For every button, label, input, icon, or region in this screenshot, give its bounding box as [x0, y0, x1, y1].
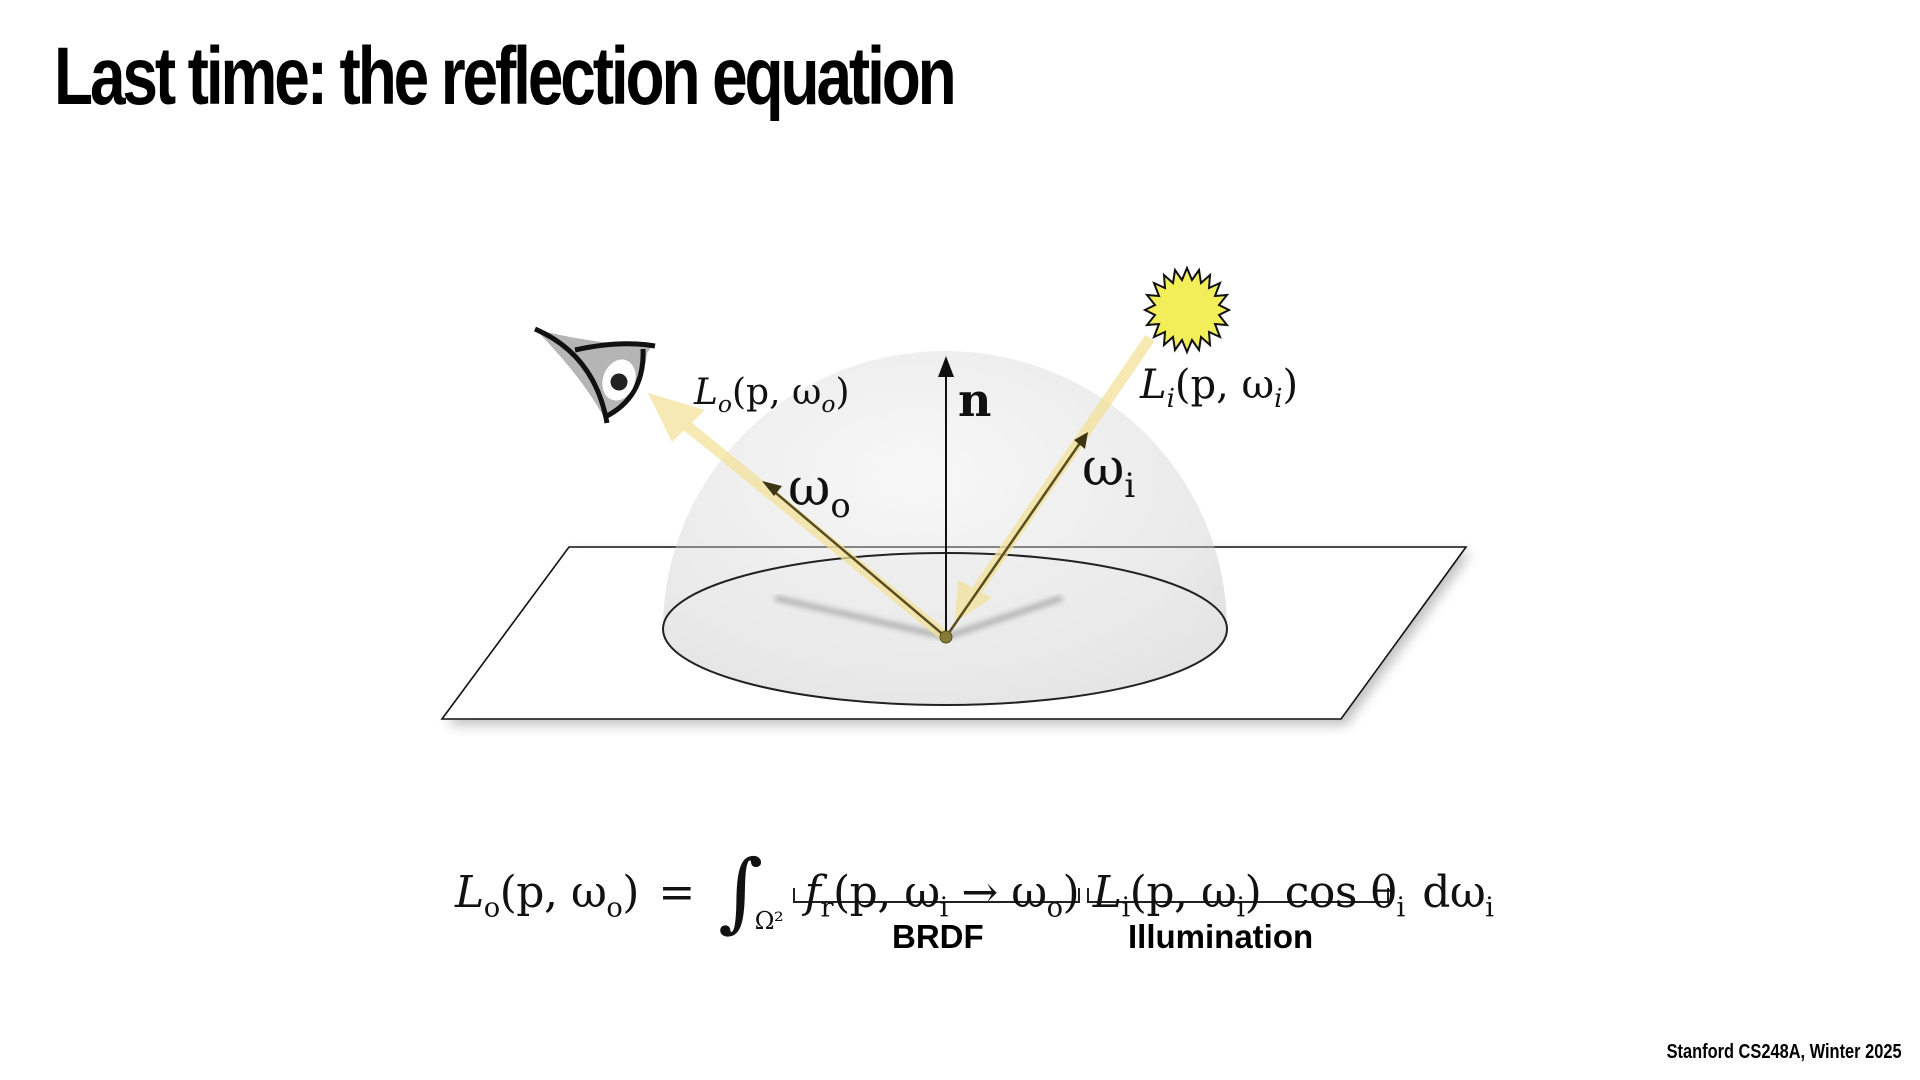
sun-icon	[1142, 265, 1232, 355]
equation-lhs: Lo(p, ωo)	[455, 867, 639, 924]
differential-term: dωi	[1422, 867, 1494, 924]
brdf-label: BRDF	[892, 918, 984, 955]
normal-label: n	[958, 373, 992, 427]
integration-domain: Ω²	[754, 907, 784, 935]
vector-shadows	[774, 595, 1063, 640]
brdf-term: fr(p, ωi → ωo)	[804, 867, 1080, 924]
illumination-label: Illumination	[1128, 918, 1314, 955]
equals-sign: =	[658, 867, 695, 918]
omega-o-label: ωo	[788, 458, 851, 525]
eye-icon	[534, 326, 656, 424]
incoming-radiance-label: Li(p, ωi)	[1140, 362, 1299, 415]
brdf-brace	[793, 888, 1080, 903]
course-footer: Stanford CS248A, Winter 2025	[1667, 1041, 1902, 1063]
omega-o-vector	[762, 481, 947, 638]
slide-title: Last time: the reflection equation	[54, 31, 957, 122]
illumination-term: Li(p, ωi)	[1092, 867, 1262, 924]
omega-i-label: ωi	[1082, 438, 1136, 505]
integral-sign: ∫	[718, 842, 763, 942]
outgoing-radiance-label: Lo(p, ωo)	[694, 372, 850, 419]
surface-point	[939, 630, 953, 644]
cosine-term: cos θi	[1284, 867, 1405, 924]
normal-vector	[938, 356, 954, 637]
illumination-brace	[1087, 888, 1389, 903]
reflection-equation: Lo(p, ωo) = ∫Ω² fr(p, ωi → ωo) Li(p, ωi)…	[455, 828, 1494, 942]
omega-i-vector	[944, 432, 1088, 638]
